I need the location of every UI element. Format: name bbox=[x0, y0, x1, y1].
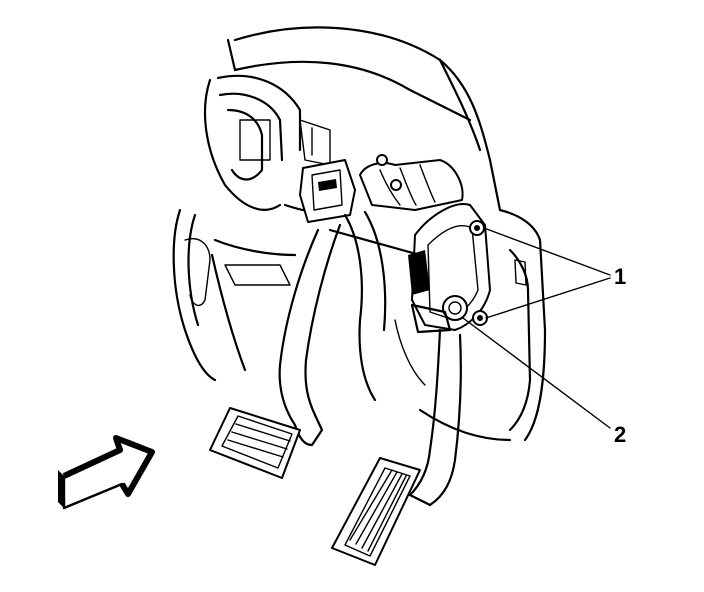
callout-label-2: 2 bbox=[614, 422, 626, 447]
view-direction-arrow-icon bbox=[58, 435, 155, 510]
brake-pedal bbox=[209, 223, 342, 479]
brake-switch-bracket bbox=[299, 154, 464, 223]
callout-leaders bbox=[462, 227, 611, 429]
callout-label-1: 1 bbox=[614, 264, 626, 289]
pedal-bracket bbox=[328, 210, 426, 402]
lower-trim-left bbox=[172, 208, 297, 382]
accelerator-pedal-sensor bbox=[408, 203, 491, 334]
accelerator-pedal bbox=[331, 328, 462, 566]
dashboard-panel bbox=[203, 26, 502, 217]
lower-trim-right bbox=[418, 208, 547, 442]
